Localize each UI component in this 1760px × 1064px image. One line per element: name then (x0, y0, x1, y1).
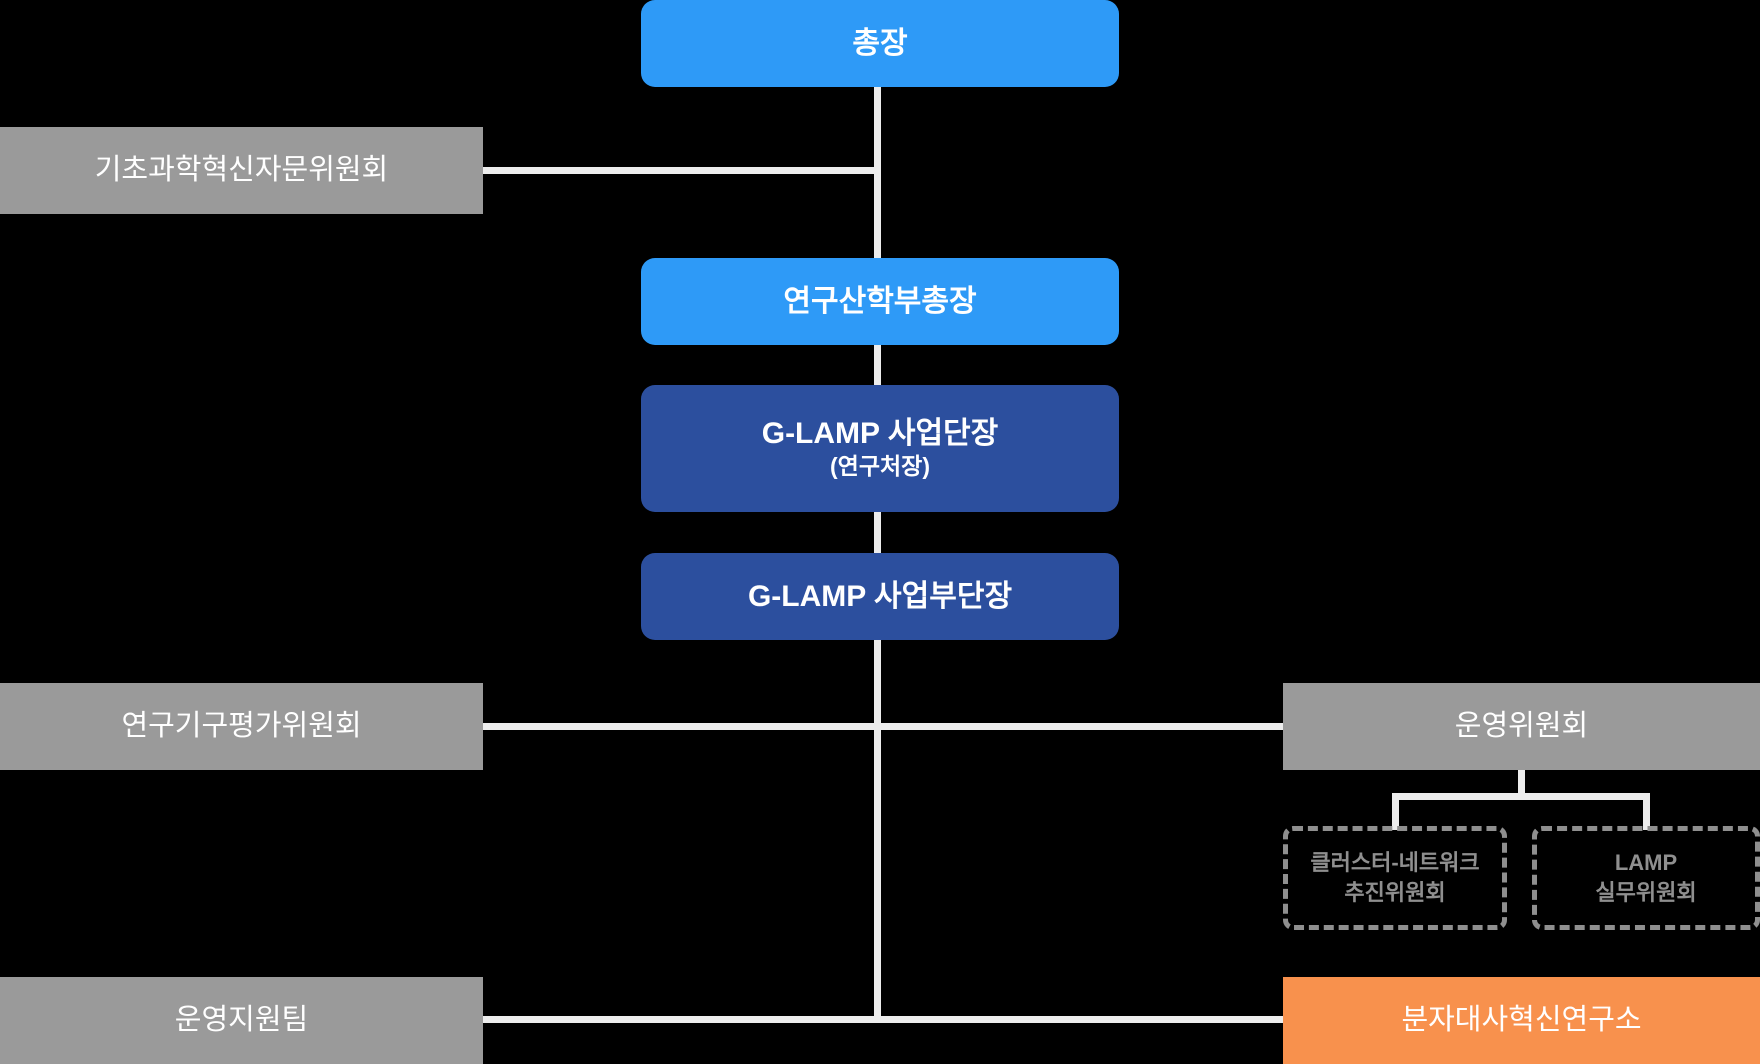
node-steering-sub2: LAMP 실무위원회 (1532, 826, 1760, 930)
node-president-label: 총장 (852, 26, 908, 60)
node-research-evaluation-label: 연구기구평가위원회 (121, 710, 362, 743)
node-operation-support-label: 운영지원팀 (174, 1004, 309, 1037)
node-glamp-deputy-director-label: G-LAMP 사업부단장 (747, 579, 1013, 613)
node-research-vp: 연구산학부총장 (641, 258, 1119, 345)
node-glamp-director-sublabel: (연구처장) (830, 452, 930, 479)
connector-sub1-stub (1392, 793, 1399, 830)
node-steering-sub2-line2: 실무위원회 (1595, 880, 1697, 905)
connector-trunk (874, 78, 881, 1020)
connector-sub2-stub (1643, 793, 1650, 830)
node-basic-science-advisory-label: 기초과학혁신자문위원회 (94, 154, 389, 187)
connector-advisory (478, 167, 878, 174)
node-glamp-director-label: G-LAMP 사업단장 (761, 416, 999, 450)
node-president: 총장 (641, 0, 1119, 87)
node-steering-sub1-line1: 클러스터-네트워크 (1310, 850, 1480, 876)
connector-steering-split (1392, 793, 1650, 800)
node-glamp-director: G-LAMP 사업단장 (연구처장) (641, 385, 1119, 512)
node-institute: 분자대사혁신연구소 (1283, 977, 1760, 1064)
node-research-evaluation: 연구기구평가위원회 (0, 683, 483, 770)
node-glamp-deputy-director: G-LAMP 사업부단장 (641, 553, 1119, 640)
node-steering-committee-label: 운영위원회 (1454, 710, 1589, 743)
connector-mid-row (478, 723, 1288, 730)
node-institute-label: 분자대사혁신연구소 (1401, 1004, 1642, 1037)
node-steering-sub1-line2: 추진위원회 (1344, 880, 1446, 905)
node-steering-sub2-line1: LAMP (1614, 850, 1678, 876)
node-steering-sub1: 클러스터-네트워크 추진위원회 (1283, 826, 1507, 930)
node-operation-support: 운영지원팀 (0, 977, 483, 1064)
connector-bottom-row (478, 1016, 1288, 1023)
node-research-vp-label: 연구산학부총장 (783, 284, 977, 318)
connector-steering-drop (1518, 770, 1525, 798)
node-basic-science-advisory: 기초과학혁신자문위원회 (0, 127, 483, 214)
node-steering-committee: 운영위원회 (1283, 683, 1760, 770)
